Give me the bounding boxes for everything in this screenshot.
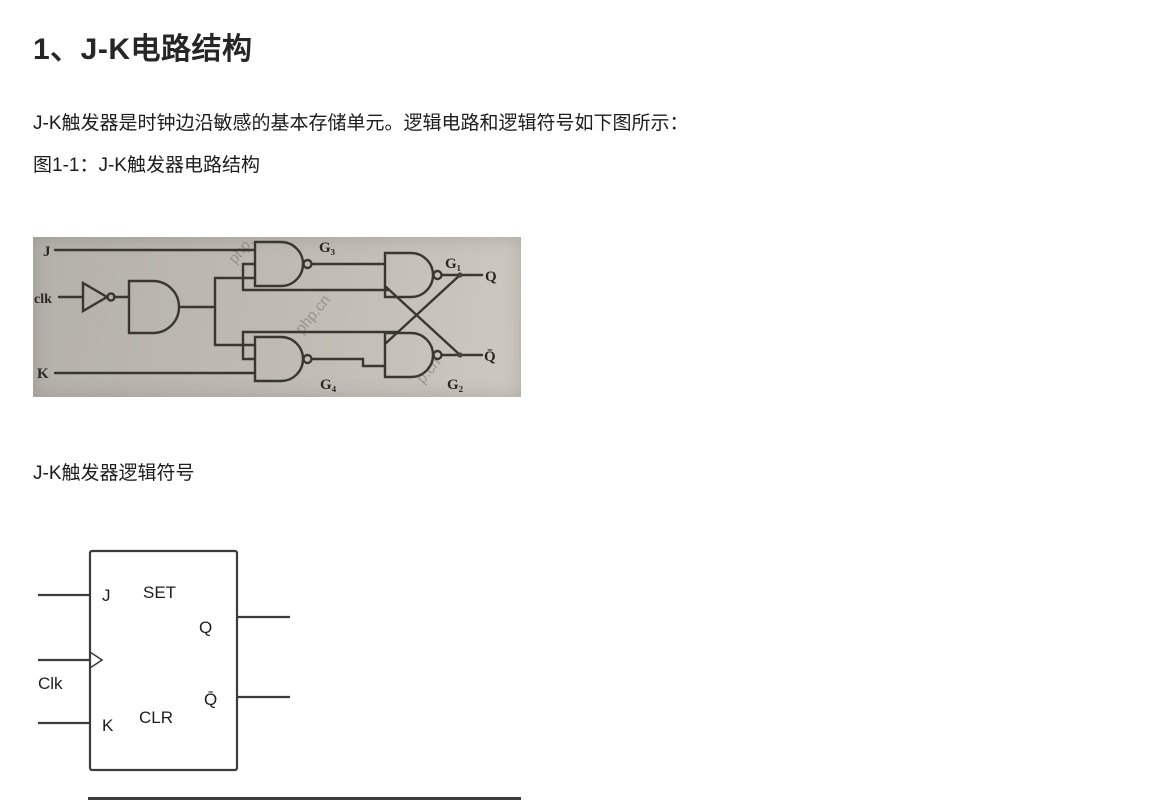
logic-symbol-figure: J SET Q Clk K CLR Q̄ [33,543,333,783]
figure-caption: 图1-1：J-K触发器电路结构 [33,155,260,176]
g3-bubble [302,258,313,270]
circuit-wires [53,248,484,375]
clk-input-label: clk [34,292,52,307]
q-bar-pin-label: Q̄ [204,690,217,709]
symbol-labels: J SET Q Clk K CLR Q̄ [38,583,217,735]
page-title: 1、J-K电路结构 [33,33,253,66]
pulse-and-gate [127,279,181,335]
g3-gate-label: G₃ [319,240,336,256]
j-pin-label: J [102,586,111,605]
g3-nand-gate [253,240,305,288]
clk-inverter-gate [81,280,110,314]
symbol-caption: J-K触发器逻辑符号 [33,463,195,484]
q-bar-output-label: Q̄ [484,349,496,365]
circuit-labels: J clk K G₃ G₁ G₄ G₂ Q Q̄ [34,240,497,393]
g2-gate-label: G₂ [447,377,464,393]
jk-circuit-diagram: php. php.cn p.cn [34,237,497,393]
q-pin-label: Q [199,618,212,637]
q-output-label: Q [485,269,497,285]
junction-dots [457,272,463,358]
g2-bubble [432,349,443,361]
clr-pin-label: CLR [139,708,173,727]
set-pin-label: SET [143,583,176,602]
watermark-text: php.cn [292,292,334,337]
circuit-gates [81,240,443,383]
g1-bubble [432,269,443,281]
intro-paragraph: J-K触发器是时钟边沿敏感的基本存储单元。逻辑电路和逻辑符号如下图所示： [33,113,689,134]
j-input-label: J [43,244,51,260]
clk-inverter-bubble [106,292,116,302]
bottom-partial-rule [88,797,521,800]
g1-nand-gate [383,251,435,299]
clock-edge-triangle-icon [89,651,104,669]
watermark-text: php. [225,237,257,267]
g4-gate-label: G₄ [320,377,337,393]
k-pin-label: K [102,716,114,735]
symbol-shapes [38,549,290,772]
clk-pin-label: Clk [38,674,63,693]
k-input-label: K [37,366,49,382]
jk-logic-symbol: J SET Q Clk K CLR Q̄ [38,549,290,772]
g2-nand-gate [383,331,435,379]
g4-nand-gate [253,335,305,383]
g1-gate-label: G₁ [445,256,461,272]
g4-bubble [302,353,313,365]
circuit-photo: php. php.cn p.cn [33,237,521,397]
